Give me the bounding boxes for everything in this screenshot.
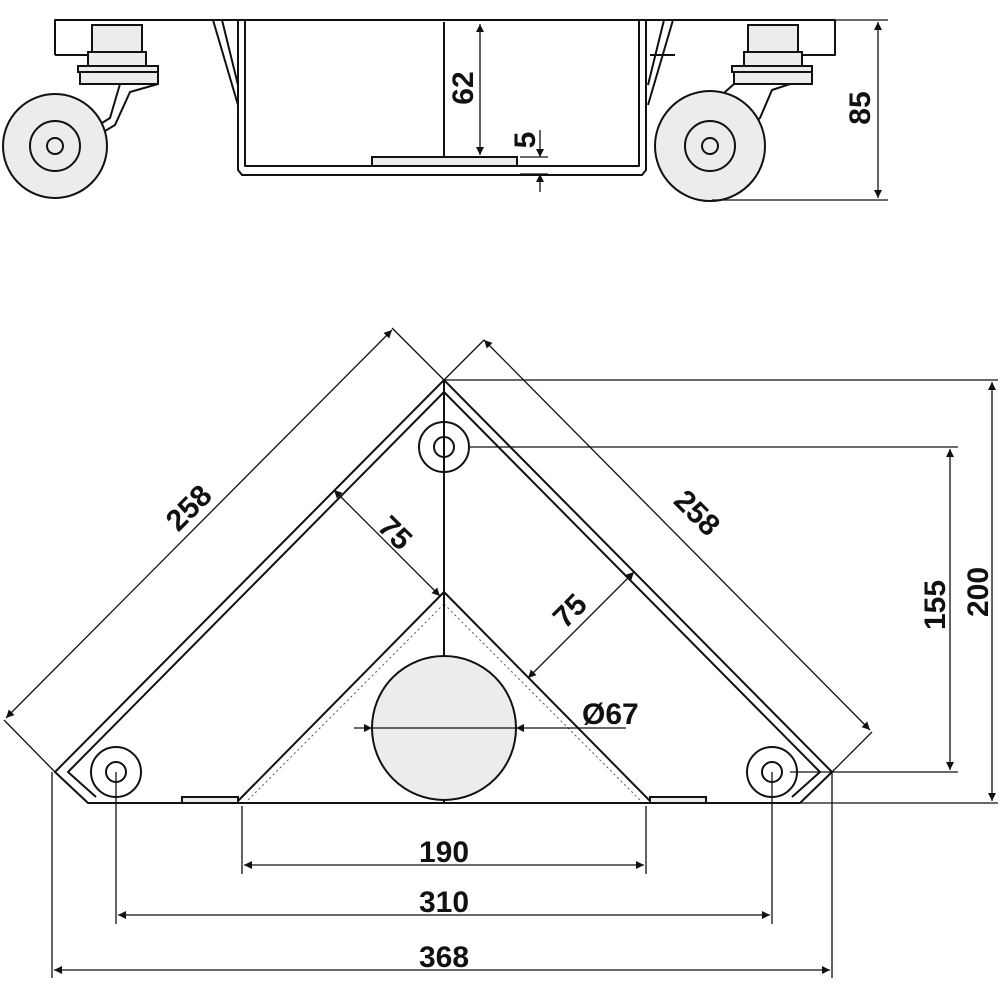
svg-text:85: 85 [844,91,877,124]
svg-text:75: 75 [371,510,418,557]
svg-text:62: 62 [447,71,480,104]
dim-side-overall-height: 85 [712,19,888,201]
wheel-hole-top [418,421,470,473]
svg-text:200: 200 [962,567,995,617]
svg-text:190: 190 [419,836,469,869]
svg-text:368: 368 [419,941,469,974]
svg-text:258: 258 [160,479,219,538]
dim-top-hole-diameter: Ø67 [354,698,639,732]
dim-side-floor-thickness: 5 [509,130,548,192]
svg-text:5: 5 [509,132,542,149]
side-view: 62 5 85 [2,19,888,202]
top-view: 258 258 75 75 Ø67 [3,327,998,978]
dim-top-inset-left: 75 [333,489,441,597]
caster-wheel-right [654,24,813,202]
caster-wheel-left [2,24,159,199]
dim-top-wheel-height: 155 [470,446,958,773]
dim-top-overall-height: 200 [444,379,998,804]
svg-text:310: 310 [419,886,469,919]
svg-text:75: 75 [547,588,594,635]
dim-top-overall-width: 368 [51,772,833,978]
svg-text:Ø67: Ø67 [582,698,639,731]
svg-text:155: 155 [919,580,952,630]
dim-top-base-inner: 190 [241,806,647,874]
dim-side-inner-depth: 62 [447,24,484,155]
dim-top-wheel-spacing: 310 [115,772,773,924]
dim-top-inset-right: 75 [527,571,635,679]
